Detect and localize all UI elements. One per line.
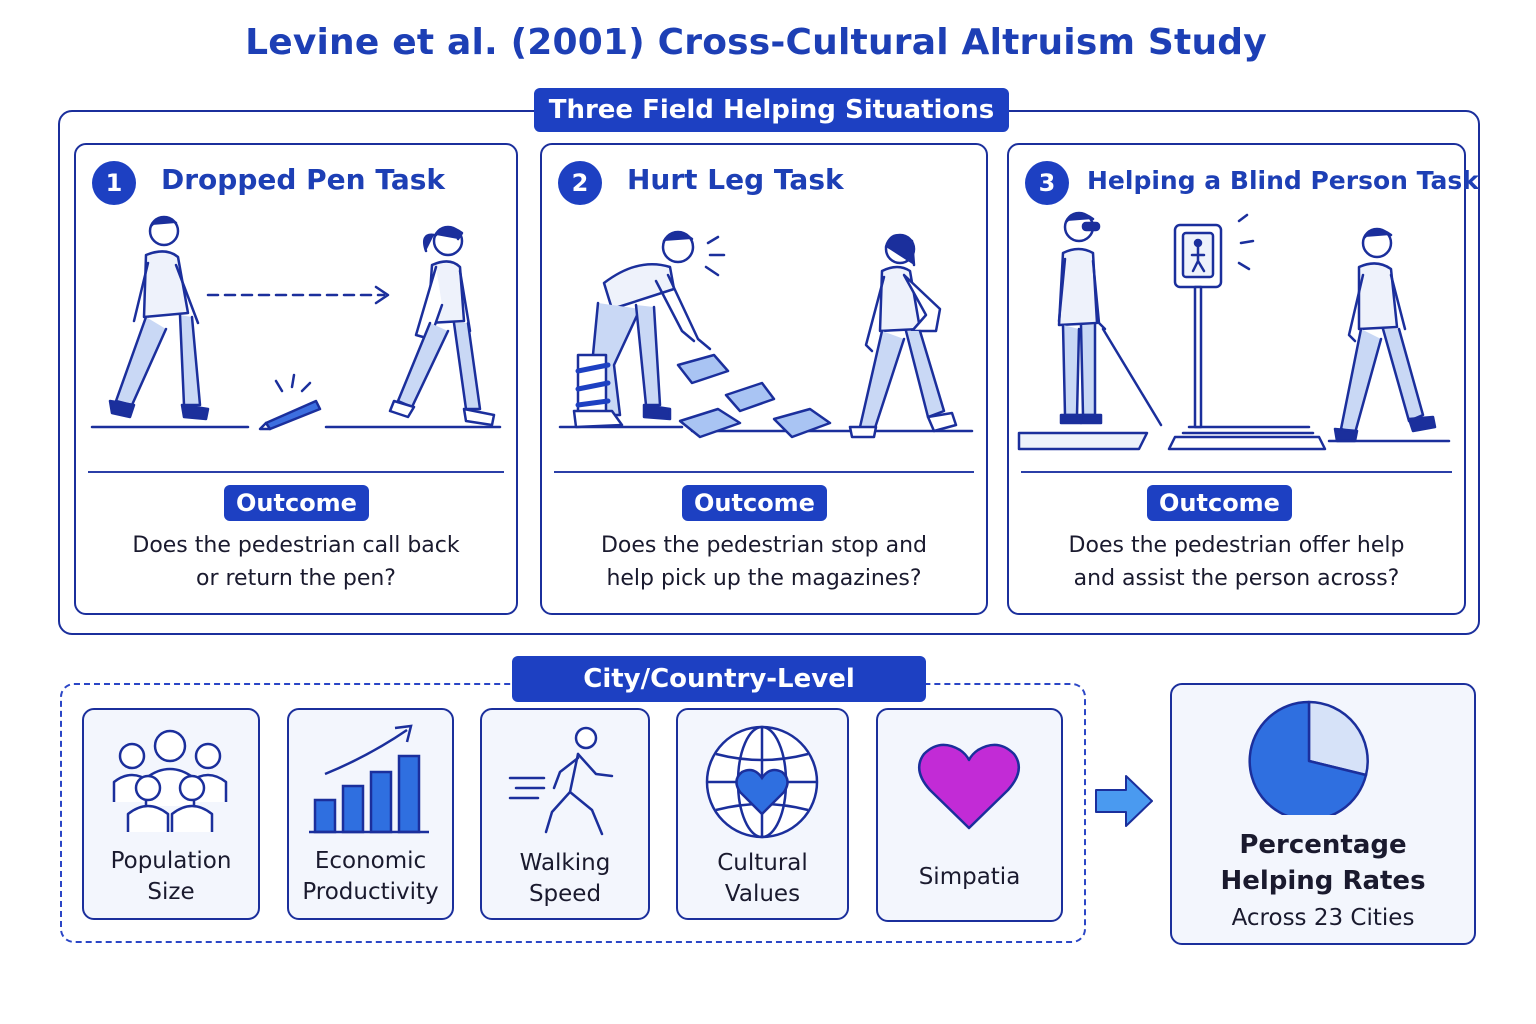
panel-divider — [1021, 471, 1452, 473]
situation-panel-dropped-pen: 1 Dropped Pen Task — [74, 143, 518, 615]
outcome-tag: Outcome — [224, 485, 369, 521]
predictor-card-walking: Walking Speed — [480, 708, 650, 920]
outcome-question: Does the pedestrian call back or return … — [76, 529, 516, 595]
outcome-line: or return the pen? — [196, 566, 396, 591]
bar-chart-icon — [309, 724, 429, 834]
heart-icon — [917, 743, 1021, 830]
page-title: Levine et al. (2001) Cross-Cultural Altr… — [245, 22, 1267, 63]
population-icon — [112, 729, 228, 832]
predictor-label: Cultural Values — [678, 848, 847, 910]
predictor-label: Simpatia — [878, 862, 1061, 893]
blind-person-illustration — [1017, 211, 1451, 451]
predictor-label-line: Cultural — [717, 850, 808, 876]
predictor-card-population: Population Size — [82, 708, 260, 920]
predictor-label-line: Size — [147, 879, 195, 905]
outcome-tag: Outcome — [1147, 485, 1292, 521]
outcome-line: help pick up the magazines? — [606, 566, 922, 591]
hurt-leg-illustration — [558, 230, 974, 439]
outcome-question: Does the pedestrian stop and help pick u… — [542, 529, 986, 595]
pie-chart-icon — [1248, 700, 1369, 815]
predictor-label: Population Size — [84, 846, 258, 908]
situation-panel-blind-person: 3 Helping a Blind Person Task — [1007, 143, 1479, 615]
predictor-card-cultural: Cultural Values — [676, 708, 849, 920]
situation-title: Hurt Leg Task — [627, 163, 844, 196]
predictor-card-economic: Economic Productivity — [287, 708, 454, 920]
panel-divider — [554, 471, 974, 473]
situation-title: Dropped Pen Task — [161, 163, 446, 196]
outcome-card-helping-rates: Percentage Helping Rates Across 23 Citie… — [1170, 683, 1476, 945]
outcome-title: Percentage Helping Rates — [1172, 827, 1474, 899]
outcome-title-line: Helping Rates — [1220, 866, 1426, 896]
outcome-question: Does the pedestrian offer help and assis… — [1009, 529, 1464, 595]
situation-number: 3 — [1025, 161, 1069, 205]
situation-number: 1 — [92, 161, 136, 205]
outcome-subtitle: Across 23 Cities — [1231, 905, 1415, 931]
outcome-title-line: Percentage — [1239, 830, 1407, 860]
situations-heading: Three Field Helping Situations — [534, 88, 1009, 132]
dropped-pen-illustration — [90, 215, 502, 431]
predictor-label-line: Values — [724, 881, 801, 907]
predictor-label-line: Population — [110, 848, 232, 874]
predictor-label-line: Productivity — [302, 879, 439, 905]
predictor-label: Economic Productivity — [289, 846, 452, 908]
arrow-right-icon — [1095, 775, 1153, 827]
predictor-label-line: Walking — [519, 850, 611, 876]
outcome-tag: Outcome — [682, 485, 827, 521]
panel-divider — [88, 471, 504, 473]
globe-heart-icon — [705, 725, 819, 839]
outcome-line: Does the pedestrian stop and — [600, 533, 928, 558]
situation-title: Helping a Blind Person Task — [1087, 166, 1479, 195]
predictor-card-simpatia: Simpatia — [876, 708, 1063, 922]
outcome-line: Does the pedestrian call back — [132, 533, 460, 558]
predictor-label: Walking Speed — [482, 848, 648, 910]
predictors-heading: City/Country-Level Predictors — [512, 656, 926, 740]
walking-person-icon — [508, 726, 614, 836]
situation-number: 2 — [558, 161, 602, 205]
predictor-label-line: Speed — [528, 881, 602, 907]
predictor-label-line: Simpatia — [918, 864, 1021, 890]
outcome-line: Does the pedestrian offer help — [1068, 533, 1405, 558]
predictor-label-line: Economic — [314, 848, 427, 874]
situation-panel-hurt-leg: 2 Hurt Leg Task — [540, 143, 988, 615]
outcome-line: and assist the person across? — [1073, 566, 1400, 591]
